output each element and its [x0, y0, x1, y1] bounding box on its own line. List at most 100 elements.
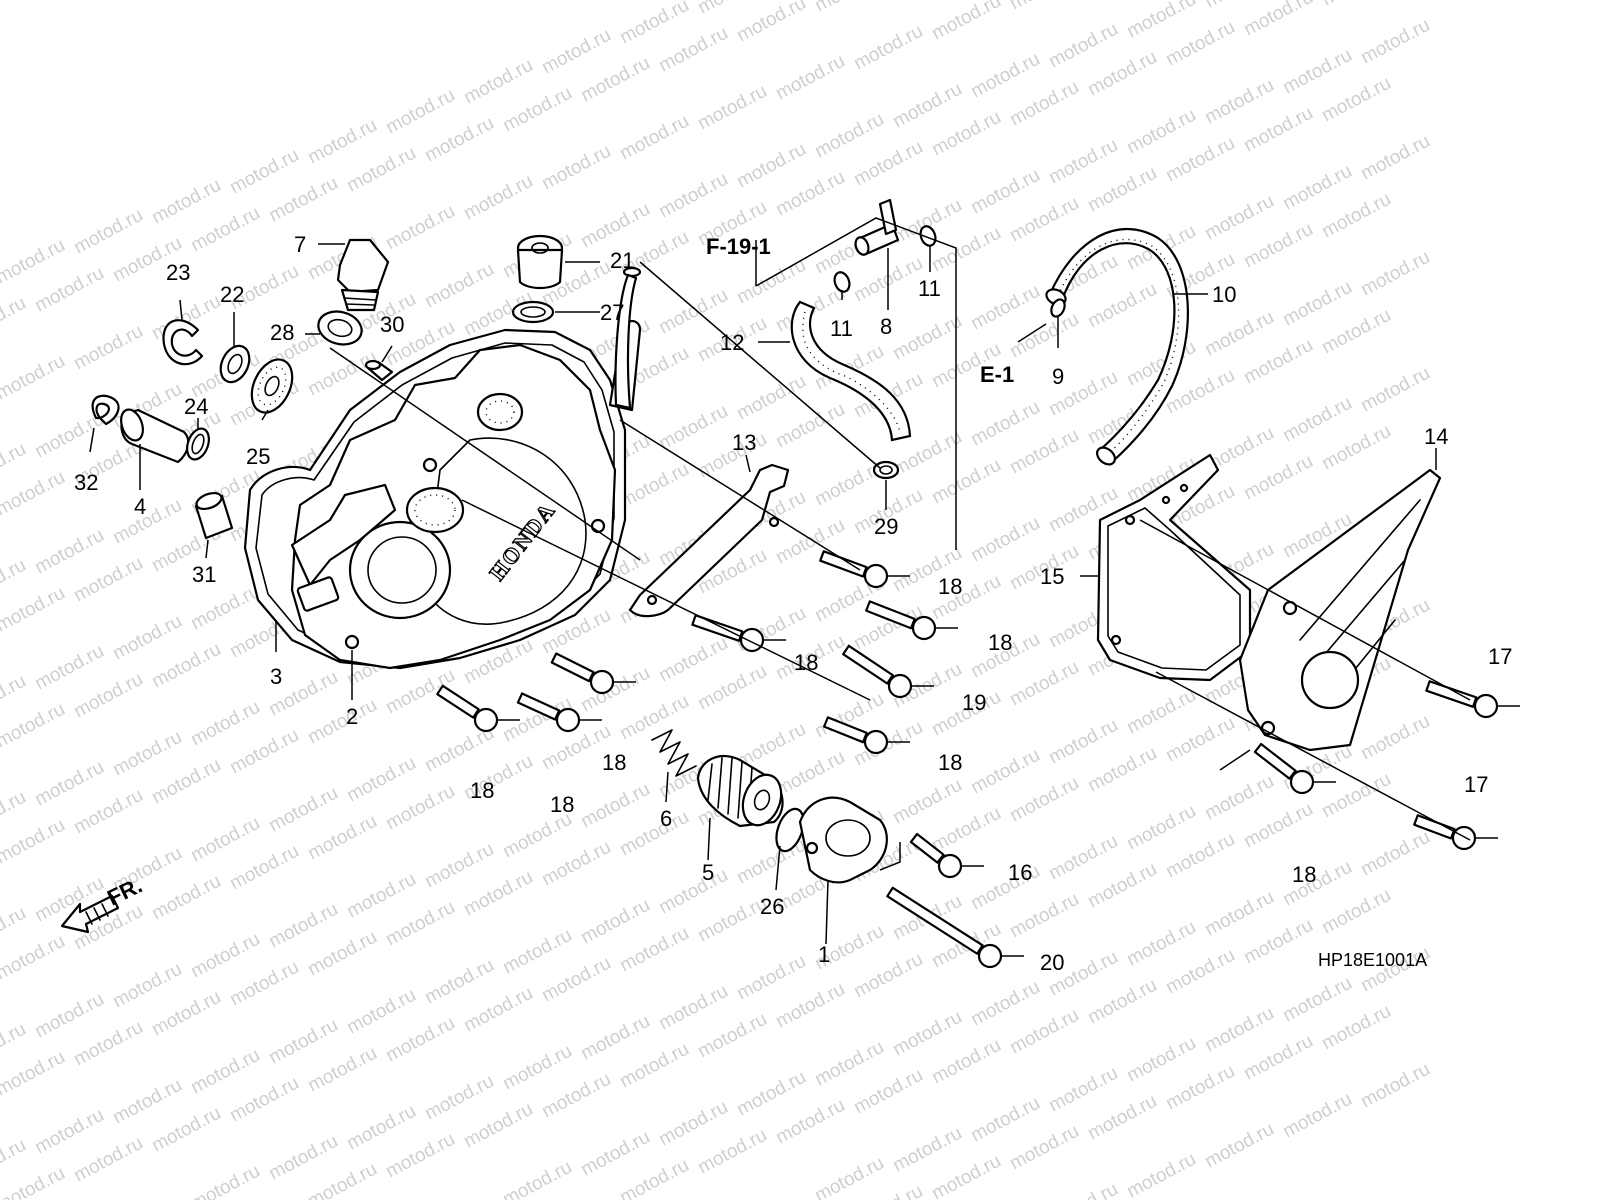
- watermark-text: motod.ru: [0, 699, 69, 753]
- filter-cover-1-hole: [805, 841, 819, 855]
- bearing-25-balls: [257, 366, 287, 406]
- bolt-shank: [550, 652, 595, 683]
- watermark-text: motod.ru: [1006, 425, 1082, 479]
- watermark-text: motod.ru: [1123, 0, 1199, 42]
- watermark-text: motod.ru: [967, 49, 1043, 103]
- plug-7: [336, 238, 390, 294]
- watermark-text: motod.ru: [31, 263, 107, 317]
- watermark-text: motod.ru: [0, 583, 69, 637]
- watermark-text: motod.ru: [148, 639, 224, 693]
- gasket-plate-15-hole-3: [1161, 495, 1171, 505]
- watermark-text: motod.ru: [382, 1129, 458, 1183]
- watermark-text: motod.ru: [616, 0, 692, 48]
- watermark-text: motod.ru: [1240, 219, 1316, 273]
- lead-32: [89, 427, 95, 453]
- watermark-text: motod.ru: [1045, 831, 1121, 885]
- bolt-shank: [1425, 680, 1478, 708]
- watermark-text: motod.ru: [226, 1073, 302, 1127]
- watermark-text: motod.ru: [382, 897, 458, 951]
- callout-27: 27: [600, 300, 624, 325]
- callout-6: 6: [660, 806, 672, 831]
- bolt-head: [1451, 825, 1477, 851]
- oil-filter-5-end: [741, 773, 783, 827]
- watermark-text: motod.ru: [1045, 1179, 1121, 1200]
- watermark-text: motod.ru: [577, 199, 653, 253]
- watermark-text: motod.ru: [382, 1013, 458, 1067]
- watermark-text: motod.ru: [889, 1007, 965, 1061]
- bolt-head: [1473, 693, 1499, 719]
- lead-26: [775, 845, 781, 891]
- cover-breather-tube: [614, 273, 638, 410]
- oil-filter-5-hole: [753, 789, 771, 811]
- watermark-text: motod.ru: [1006, 193, 1082, 247]
- watermark-text: motod.ru: [1279, 857, 1355, 911]
- callout-4: 4: [134, 494, 146, 519]
- watermark-text: motod.ru: [1357, 363, 1433, 417]
- watermark-text: motod.ru: [1006, 657, 1082, 711]
- watermark-text: motod.ru: [0, 1047, 69, 1101]
- lead-e1-arrow: [1017, 323, 1047, 343]
- watermark-text: motod.ru: [1006, 889, 1082, 943]
- watermark-text: motod.ru: [889, 1123, 965, 1177]
- watermark-text: motod.ru: [1357, 247, 1433, 301]
- washer-22-inner: [227, 353, 243, 375]
- watermark-text: motod.ru: [187, 1161, 263, 1200]
- watermark-text: motod.ru: [538, 953, 614, 1007]
- watermark-text: motod.ru: [1084, 743, 1160, 797]
- bearing-25: [250, 358, 294, 414]
- watermark-text: motod.ru: [1123, 801, 1199, 855]
- cover-bolt-hole-1: [422, 457, 438, 473]
- watermark-text: motod.ru: [655, 1097, 731, 1151]
- watermark-text: motod.ru: [967, 165, 1043, 219]
- watermark-text: motod.ru: [889, 775, 965, 829]
- callout-32: 32: [74, 470, 98, 495]
- watermark-text: motod.ru: [1357, 131, 1433, 185]
- watermark-text: motod.ru: [772, 167, 848, 221]
- watermark-text: motod.ru: [421, 955, 497, 1009]
- callout-18f: 18: [470, 778, 494, 803]
- watermark-text: motod.ru: [1240, 103, 1316, 157]
- callout-12: 12: [720, 330, 744, 355]
- diagram-code: HP18E1001A: [1318, 950, 1427, 970]
- watermark-text: motod.ru: [694, 1125, 770, 1179]
- gasket-plate-15-hole-2: [1110, 634, 1122, 646]
- watermark-text: motod.ru: [1240, 451, 1316, 505]
- watermark-text: motod.ru: [460, 1099, 536, 1153]
- lead-align-3: [461, 499, 871, 701]
- watermark-text: motod.ru: [1279, 973, 1355, 1027]
- watermark-text: motod.ru: [70, 205, 146, 259]
- watermark-text: motod.ru: [70, 669, 146, 723]
- watermark-text: motod.ru: [616, 111, 692, 165]
- watermark-text: motod.ru: [460, 867, 536, 921]
- watermark-text: motod.ru: [655, 169, 731, 223]
- callout-8: 8: [880, 314, 892, 339]
- watermark-text: motod.ru: [109, 1075, 185, 1129]
- gasket-plate-15-hole-4: [1179, 483, 1189, 493]
- watermark-text: motod.ru: [1240, 799, 1316, 853]
- callout-26: 26: [760, 894, 784, 919]
- watermark-text: motod.ru: [304, 695, 380, 749]
- callout-19: 19: [962, 690, 986, 715]
- watermark-text: motod.ru: [1240, 0, 1316, 40]
- ref-label-e1: E-1: [980, 362, 1014, 387]
- gasket-28-inner: [327, 318, 353, 338]
- watermark-text: motod.ru: [70, 321, 146, 375]
- watermark-text: motod.ru: [70, 785, 146, 839]
- callout-18d: 18: [938, 750, 962, 775]
- watermark-text: motod.ru: [304, 1159, 380, 1200]
- washer-27: [511, 300, 555, 324]
- lead-align-8: [879, 842, 901, 871]
- clamp-9: [1050, 298, 1066, 318]
- watermark-text: motod.ru: [772, 51, 848, 105]
- watermark-text: motod.ru: [1162, 133, 1238, 187]
- watermark-text: motod.ru: [967, 745, 1043, 799]
- watermark-text: motod.ru: [1318, 305, 1394, 359]
- bearing-25-inner: [264, 375, 280, 397]
- watermark-text: motod.ru: [1357, 827, 1433, 881]
- clamp-29: [872, 460, 900, 480]
- small-parts-left: [91, 234, 564, 540]
- watermark-text: motod.ru: [1084, 859, 1160, 913]
- watermark-text: motod.ru: [1318, 1001, 1394, 1055]
- crankcase-cover: HONDA: [243, 266, 642, 670]
- watermark-text: motod.ru: [577, 1011, 653, 1065]
